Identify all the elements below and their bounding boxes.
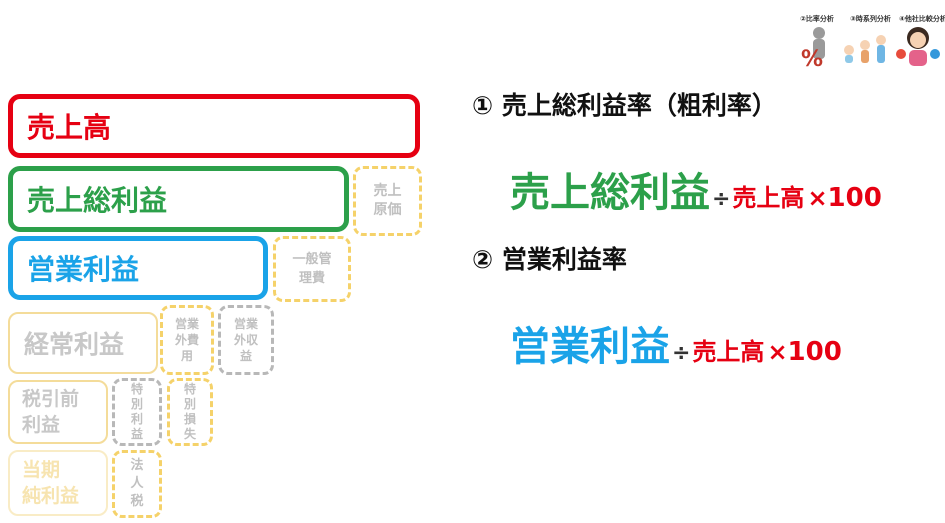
gross-margin-formula: 売上総利益 ÷ 売上高 × 100: [510, 160, 882, 218]
gross-margin-heading: ① 売上総利益率（粗利率）: [472, 86, 777, 122]
nav-competitor-analysis[interactable]: ④他社比較分析: [899, 14, 945, 24]
nonop-exp-line1: 営業: [175, 316, 199, 332]
non-operating-income-box: 営業外収益: [218, 305, 274, 375]
times-sign: ×: [807, 184, 827, 212]
operating-margin-numerator: 営業利益: [510, 314, 670, 372]
divide-sign: ÷: [672, 341, 690, 366]
percent-figure-icon: %: [797, 26, 837, 68]
operating-margin-denominator: 売上高: [692, 332, 764, 367]
nonop-inc-line2: 外収: [234, 332, 258, 348]
cost-of-sales-box: 売上原価: [353, 166, 422, 236]
growing-children-icon: [841, 34, 891, 68]
tax-line1: 法: [130, 457, 143, 475]
gross-profit-label: 売上総利益: [27, 179, 167, 219]
tax-line2: 人: [130, 475, 143, 493]
tax-line3: 税: [130, 493, 143, 511]
pretax-label-line2: 利益: [22, 412, 79, 438]
sga-box: 一般管理費: [273, 236, 351, 302]
ex-gain-line2: 別: [131, 397, 143, 412]
ordinary-profit-box: 経常利益: [8, 312, 158, 374]
sales-box: 売上高: [8, 94, 420, 158]
svg-text:%: %: [801, 47, 823, 68]
hundred-value: 100: [828, 183, 882, 213]
operating-profit-box: 営業利益: [8, 236, 268, 300]
times-sign: ×: [767, 338, 787, 366]
nav-ratio-analysis[interactable]: ②比率分析: [800, 14, 834, 24]
net-label-line2: 純利益: [22, 483, 79, 509]
nonop-inc-line1: 営業: [234, 316, 258, 332]
operating-profit-label: 営業利益: [27, 248, 139, 288]
gross-profit-box: 売上総利益: [8, 166, 349, 232]
operating-margin-heading: ② 営業利益率: [472, 240, 627, 276]
pretax-profit-box: 税引前 利益: [8, 380, 108, 444]
ex-gain-line3: 利: [131, 412, 143, 427]
ex-loss-line2: 別: [184, 397, 196, 412]
ex-loss-line1: 特: [184, 382, 196, 397]
ordinary-profit-label: 経常利益: [24, 325, 124, 361]
comparison-girl-icon: [895, 24, 941, 68]
nonop-inc-line3: 益: [234, 348, 258, 364]
corporate-tax-box: 法人税: [112, 450, 162, 518]
ex-gain-line4: 益: [131, 427, 143, 442]
sga-line2: 理費: [292, 269, 331, 288]
gross-margin-numerator: 売上総利益: [510, 160, 710, 218]
cogs-line1: 売上: [374, 182, 402, 201]
sga-line1: 一般管: [292, 250, 331, 269]
operating-margin-formula: 営業利益 ÷ 売上高 × 100: [510, 314, 842, 372]
ex-gain-line1: 特: [131, 382, 143, 397]
extraordinary-gain-box: 特別利益: [112, 378, 162, 446]
divide-sign: ÷: [712, 187, 730, 212]
nonop-exp-line3: 用: [175, 348, 199, 364]
ex-loss-line4: 失: [184, 427, 196, 442]
nav-timeseries-analysis[interactable]: ③時系列分析: [850, 14, 891, 24]
net-profit-box: 当期 純利益: [8, 450, 108, 516]
analysis-nav: ②比率分析 ③時系列分析 ④他社比較分析 %: [795, 10, 943, 68]
net-label-line1: 当期: [22, 457, 79, 483]
ex-loss-line3: 損: [184, 412, 196, 427]
hundred-value: 100: [788, 337, 842, 367]
pretax-label-line1: 税引前: [22, 386, 79, 412]
cogs-line2: 原価: [374, 201, 402, 220]
sales-label: 売上高: [27, 106, 111, 146]
non-operating-expense-box: 営業外費用: [160, 305, 214, 375]
extraordinary-loss-box: 特別損失: [167, 378, 213, 446]
nonop-exp-line2: 外費: [175, 332, 199, 348]
gross-margin-denominator: 売上高: [732, 178, 804, 213]
